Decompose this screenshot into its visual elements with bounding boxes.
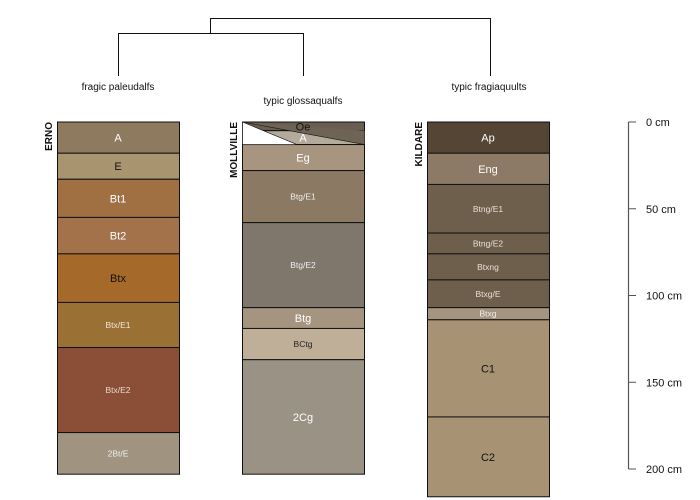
scale-tick-label: 0 cm: [646, 117, 670, 129]
horizon-label: Btg/E1: [290, 192, 316, 202]
depth-scale: 0 cm 50 cm 100 cm 150 cm 200 cm: [627, 117, 682, 476]
horizon-label: A: [299, 133, 307, 145]
horizon-bt2: [57, 216, 180, 255]
dendrogram-label: typic fragiaquults: [451, 82, 526, 93]
horizon-label: 2Cg: [293, 412, 313, 424]
horizon-label: Eng: [478, 164, 498, 176]
horizon-bt1: [57, 178, 180, 218]
horizon-e: [57, 152, 180, 180]
horizon-label: A: [114, 133, 122, 145]
horizon-label: Btx/E1: [105, 320, 130, 330]
horizon-label: Ap: [481, 133, 494, 145]
horizon-a: [57, 121, 180, 154]
irregular-boundary-shape: [242, 121, 298, 145]
horizon-label: Btxng: [477, 262, 499, 272]
horizon-c1: [427, 319, 550, 418]
horizon-btg-e2: [242, 222, 365, 309]
horizon-label: Btx: [110, 273, 126, 285]
horizon-bctg: [242, 327, 365, 361]
scale-tick-label: 100 cm: [646, 291, 682, 303]
boundary-line: [242, 121, 365, 145]
scale-tick-label: 50 cm: [646, 204, 676, 216]
horizon-btxg-e: [427, 279, 550, 309]
horizon-label: Btg/E2: [290, 260, 316, 270]
dendrogram-label: typic glossaqualfs: [264, 96, 343, 107]
profile-name: MOLLVILLE: [229, 122, 240, 178]
horizon-label: Bt2: [110, 231, 127, 243]
dendrogram-label: fragic paleudalfs: [82, 82, 155, 93]
horizon-btng-e1: [427, 183, 550, 234]
horizon-label: Btxg/E: [475, 289, 500, 299]
horizon-label: Bt1: [110, 193, 127, 205]
horizon-btx-e1: [57, 301, 180, 349]
profile-name: KILDARE: [414, 122, 425, 167]
horizon-label: Btng/E2: [473, 238, 504, 248]
horizon-2cg: [242, 359, 365, 475]
horizon-label: Btng/E1: [473, 204, 504, 214]
scale-tick-label: 200 cm: [646, 464, 682, 476]
profile-name: ERNO: [44, 122, 55, 151]
horizon-label: 2Bt/E: [108, 448, 129, 458]
scale-tick-label: 150 cm: [646, 377, 682, 389]
horizon-btg-e1: [242, 170, 365, 224]
dendrogram-left-branch: [118, 33, 304, 76]
dendrogram: [118, 18, 491, 76]
horizon-label: Oe: [296, 121, 311, 133]
horizon-label: C1: [481, 363, 495, 375]
horizon-btxng: [427, 253, 550, 281]
horizon-label: Btxg: [479, 309, 496, 319]
horizon-c2: [427, 416, 550, 498]
dendrogram-root-branch: [210, 18, 491, 76]
horizon-2bt-e: [57, 432, 180, 475]
horizon-eg: [242, 144, 365, 172]
horizon-label: Btg: [295, 313, 312, 325]
horizon-label: C2: [481, 452, 495, 464]
horizon-label: Eg: [296, 153, 309, 165]
horizon-label: E: [114, 161, 121, 173]
horizon-label: Btx/E2: [105, 385, 130, 395]
horizon-label: BCtg: [294, 339, 313, 349]
